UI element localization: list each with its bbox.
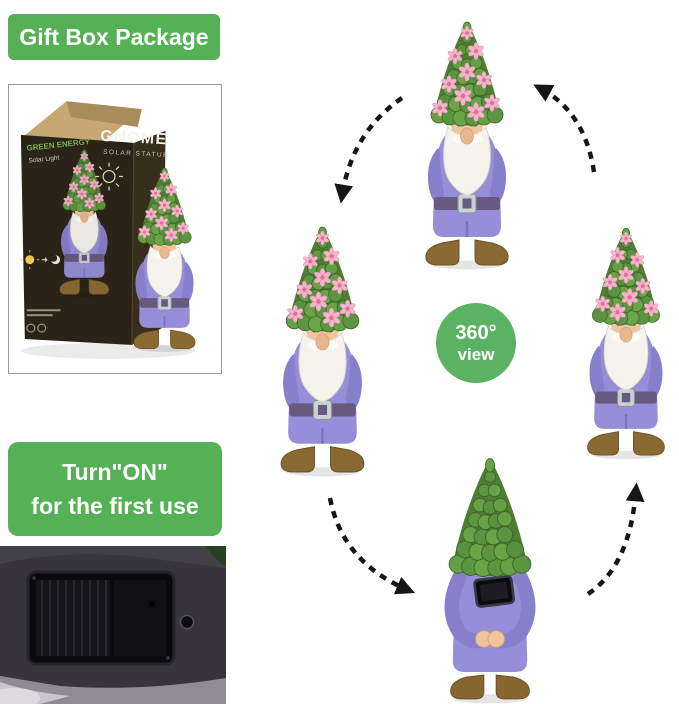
rotation-arrow-bottom-right <box>586 482 645 596</box>
rotation-arrow-top-right <box>533 84 597 173</box>
turn-on-banner: Turn"ON" for the first use <box>8 442 222 536</box>
rotation-arrow-bottom-left <box>327 497 415 595</box>
rotation-degrees: 360° <box>455 321 497 344</box>
turn-on-line2: for the first use <box>31 493 199 519</box>
gnome-view-back <box>428 446 552 704</box>
rotation-arrow-top-left <box>334 96 404 204</box>
foliage <box>196 546 226 566</box>
arrow-icon <box>41 257 48 263</box>
gnome-view-front <box>407 20 527 270</box>
turn-on-line1: Turn"ON" <box>62 458 168 485</box>
box-subtitle-text: SOLAR STATUE <box>103 149 169 159</box>
gift-box-banner: Gift Box Package <box>8 14 220 60</box>
box-brand-sub-text: Solar Light <box>28 154 59 164</box>
rotation-badge: 360° view <box>436 303 516 383</box>
box-fine-print <box>26 309 61 333</box>
solar-panel <box>26 570 176 666</box>
gnome-view-left <box>262 225 383 477</box>
gnome-view-right <box>570 224 679 462</box>
gift-box-photo: GREEN ENERGY Solar Light GNOME SOLAR STA… <box>8 84 222 374</box>
box-title-text: GNOME <box>100 128 168 148</box>
switch-hole <box>179 614 195 630</box>
box-sun-doodle-icon <box>95 162 123 191</box>
box-day-night-icons <box>20 250 61 270</box>
rotation-label: view <box>457 344 495 364</box>
sun-icon <box>25 255 35 265</box>
solar-panel-photo <box>0 546 226 704</box>
gift-box-banner-label: Gift Box Package <box>19 23 209 50</box>
